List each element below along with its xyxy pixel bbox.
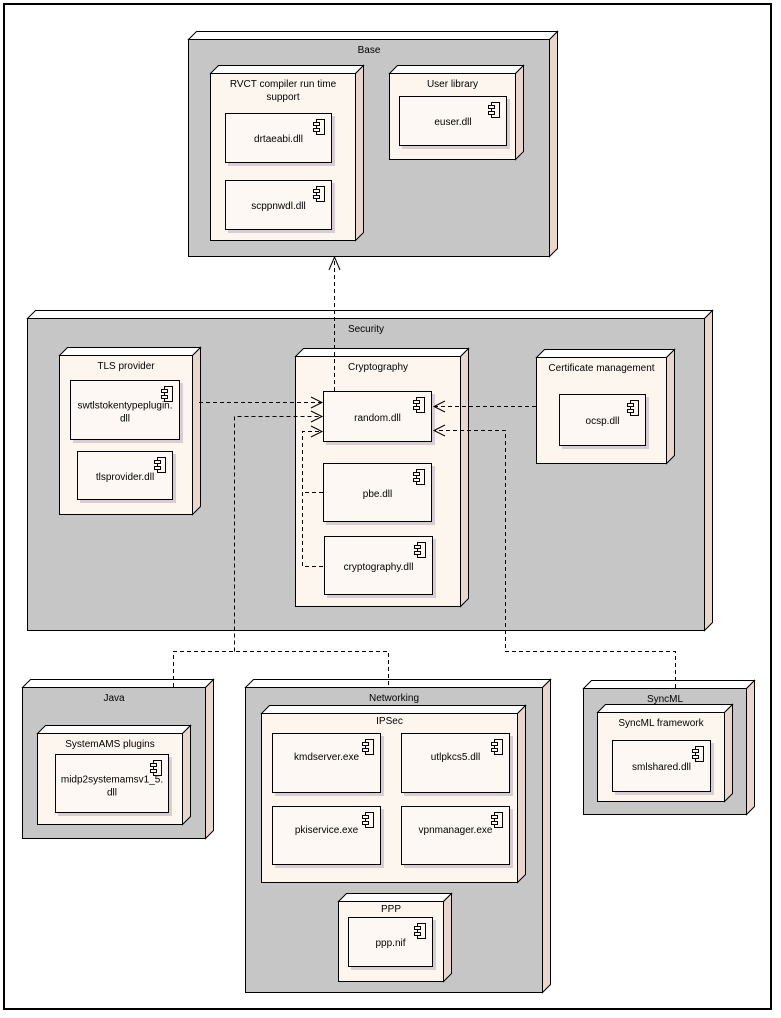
component-swtlstokentypeplugin[interactable]: swtlstokentypeplugin. dll [70, 380, 180, 440]
node-syncml-framework[interactable]: SyncML framework smlshared.dll [596, 703, 734, 803]
component-label: drtaeabi.dll [254, 133, 303, 145]
component-smlshared[interactable]: smlshared.dll [612, 740, 711, 792]
component-label: kmdserver.exe [293, 751, 360, 763]
node-depth-side [182, 724, 191, 826]
component-icon [491, 812, 503, 828]
component-utlpkcs5[interactable]: utlpkcs5.dll [401, 733, 510, 793]
component-icon [362, 812, 374, 828]
node-depth-side [443, 892, 452, 983]
node-title: Cryptography [347, 362, 409, 373]
component-label: smlshared.dll [632, 761, 691, 773]
node-depth-side [549, 30, 558, 258]
component-kmdserver[interactable]: kmdserver.exe [272, 733, 381, 793]
component-ocsp[interactable]: ocsp.dll [559, 394, 646, 446]
component-vpnmanager[interactable]: vpnmanager.exe [401, 806, 510, 865]
node-java[interactable]: Java SystemAMS plugins midp2systemamsv1_… [21, 678, 215, 840]
node-depth-side [515, 64, 524, 161]
node-tls-provider[interactable]: TLS provider swtlstokentypeplugin. dll t… [58, 346, 202, 516]
component-icon [491, 739, 503, 755]
component-icon [362, 739, 374, 755]
node-ipsec[interactable]: IPSec kmdserver.exe utlpkcs5.dll pkiserv… [260, 704, 527, 884]
node-depth-side [517, 704, 526, 884]
node-ppp[interactable]: PPP ppp.nif [337, 892, 453, 983]
component-label: pbe.dll [362, 488, 393, 500]
node-title: Networking [368, 693, 420, 704]
node-title: SystemAMS plugins [65, 739, 155, 750]
node-depth-side [542, 678, 551, 994]
node-depth [187, 30, 559, 258]
node-title: User library [426, 79, 479, 90]
node-depth-side [355, 64, 364, 242]
component-label: ppp.nif [375, 937, 406, 949]
component-scppnwdl[interactable]: scppnwdl.dll [225, 180, 332, 230]
node-rvct[interactable]: RVCT compiler run time support drtaeabi.… [209, 64, 365, 242]
component-label: utlpkcs5.dll [430, 751, 481, 763]
component-drtaeabi[interactable]: drtaeabi.dll [225, 113, 332, 163]
node-depth-side [724, 703, 733, 803]
node-user-library[interactable]: User library euser.dll [388, 64, 525, 161]
component-label: euser.dll [434, 116, 472, 128]
component-icon [414, 542, 426, 558]
node-title: IPSec [376, 716, 403, 727]
component-icon [488, 102, 500, 118]
component-pkiservice[interactable]: pkiservice.exe [272, 806, 381, 865]
component-icon [161, 386, 173, 402]
node-cryptography[interactable]: Cryptography random.dll pbe.dll cryptogr… [294, 347, 470, 608]
component-icon [313, 119, 325, 135]
node-title: RVCT compiler run time support [229, 79, 337, 103]
component-icon [150, 760, 162, 776]
component-cryptography-dll[interactable]: cryptography.dll [324, 536, 433, 595]
component-pbe[interactable]: pbe.dll [323, 463, 432, 522]
node-depth-side [704, 309, 713, 632]
component-euser[interactable]: euser.dll [399, 96, 507, 146]
node-title: Security [347, 324, 385, 335]
node-depth [260, 704, 527, 884]
component-icon [627, 400, 639, 416]
node-depth-side [460, 347, 469, 608]
component-icon [154, 457, 166, 473]
component-label: ocsp.dll [585, 415, 620, 427]
component-icon [413, 469, 425, 485]
component-label: pkiservice.exe [294, 824, 359, 836]
node-networking[interactable]: Networking IPSec kmdserver.exe utlpkcs5.… [244, 678, 552, 994]
node-title: SyncML framework [618, 718, 704, 729]
component-label: swtlstokentypeplugin. dll [77, 400, 173, 425]
component-icon [313, 186, 325, 202]
component-label: midp2systemamsv1_5. dll [60, 774, 164, 799]
component-icon [414, 923, 426, 939]
node-title: SyncML [646, 694, 684, 705]
component-random[interactable]: random.dll [323, 391, 432, 442]
node-depth-side [192, 346, 201, 516]
node-title: Certificate management [548, 363, 655, 374]
diagram-frame [3, 3, 772, 1010]
node-base[interactable]: Base RVCT compiler run time support drta… [187, 30, 559, 258]
component-midp2systemams[interactable]: midp2systemamsv1_5. dll [55, 754, 169, 813]
node-title: Java [103, 693, 125, 704]
node-syncml[interactable]: SyncML SyncML framework smlshared.dll [582, 679, 756, 816]
node-title: TLS provider [97, 361, 155, 372]
component-tlsprovider[interactable]: tlsprovider.dll [77, 451, 173, 500]
component-label: vpnmanager.exe [418, 824, 493, 836]
node-systemams-plugins[interactable]: SystemAMS plugins midp2systemamsv1_5. dl… [36, 724, 192, 826]
node-certificate-management[interactable]: Certificate management ocsp.dll [535, 348, 676, 465]
node-depth-side [205, 678, 214, 840]
component-ppp-nif[interactable]: ppp.nif [348, 917, 433, 967]
node-depth-side [666, 348, 675, 465]
node-depth-side [746, 679, 755, 816]
node-title: PPP [380, 904, 401, 915]
component-label: random.dll [354, 412, 401, 424]
component-label: scppnwdl.dll [251, 200, 306, 212]
component-label: cryptography.dll [343, 561, 414, 573]
component-icon [692, 746, 704, 762]
component-label: tlsprovider.dll [95, 471, 155, 483]
node-security[interactable]: Security TLS provider swtlstokentypeplug… [26, 309, 714, 632]
node-title: Base [357, 45, 381, 56]
component-icon [413, 397, 425, 413]
